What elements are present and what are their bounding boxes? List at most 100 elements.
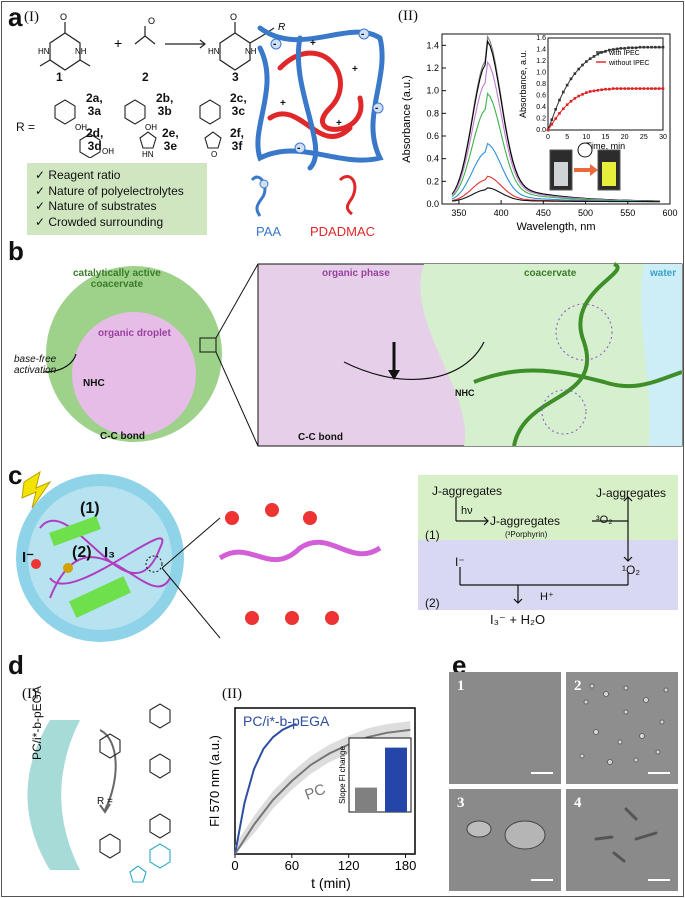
y-tick-label: 1.0 [426,86,439,96]
panel-a-sub-ii: (II) [398,8,418,24]
micrograph-4-rods [594,807,658,863]
svg-text:NH: NH [75,47,87,56]
kinetic-point [642,45,646,49]
svg-text:OH: OH [75,123,87,132]
vial-after-liquid [602,162,616,186]
micrograph-2-droplets [579,683,669,765]
cc-bond-label: C-C bond [100,431,145,442]
y-tick-label: 1.2 [426,63,439,73]
kinetic-point [592,89,596,93]
kinetic-point [650,87,653,90]
inset-y-label: Absorbance, a.u. [518,50,528,118]
micrograph-1: 1 [449,672,561,784]
marker-1: (1) [80,500,100,517]
svg-text:NH: NH [245,47,257,56]
sub-2e-label: 2e, 3e [162,126,179,153]
inset-y-tick: 1.0 [536,70,546,77]
reaction-2-label: (2) [425,596,440,610]
kinetic-point [627,87,630,90]
fl-plot-frame [234,707,416,855]
kinetic-point [577,94,580,98]
panel-a-label: a [8,2,23,32]
sub-2d-label: 2d, 3d [86,126,104,153]
kinetic-point [604,87,607,91]
svg-text:-: - [375,103,378,114]
kinetic-point [550,122,554,126]
kinetic-point [554,117,557,120]
kinetic-point [623,87,626,90]
fl-legend-grey: PC [303,781,329,804]
coacervate-phase-label: coacervate [524,268,577,279]
kinetic-point [604,49,607,53]
scale-bar [648,772,670,774]
inset-x-tick: 10 [582,134,590,141]
kinetic-point [608,87,611,91]
vial-before-liquid [554,162,568,186]
micrograph-1-number: 1 [457,678,465,694]
kinetic-point [562,90,565,94]
sub-2b-label: 2b, 3b [156,91,174,118]
kinetic-point [588,57,592,60]
micrograph-2-number: 2 [574,678,582,694]
iodide-reactant: I⁻ [455,555,465,569]
svg-text:OH: OH [102,147,114,156]
kinetic-point [611,87,615,90]
scale-bar [531,772,553,774]
kinetic-point [569,99,573,103]
svg-text:O: O [230,12,237,22]
x-axis-label: Wavelength, nm [516,221,595,233]
sub-2c-label: 2c, 3c [230,91,247,118]
svg-text:HN: HN [142,150,154,158]
y-tick-label: 0.0 [426,199,439,209]
parameter-checklist: ✓ Reagent ratio ✓ Nature of polyelectrol… [27,163,207,235]
j-aggregates-1: J-aggregates [432,484,503,498]
y-tick-label: 0.4 [426,154,439,164]
spectrum-line [452,187,660,203]
kinetic-point [615,47,619,51]
h-plus-label: H⁺ [540,591,554,603]
micrograph-4-number: 4 [574,795,582,811]
j-aggregates-3: J-aggregates [490,514,561,528]
inset-y-tick: 0.0 [536,127,546,134]
svg-text:O: O [211,150,217,158]
reaction-arrows [455,496,633,604]
kinetic-point [573,72,577,75]
kinetic-point [608,48,611,52]
kinetic-point [657,45,661,49]
kinetic-point [657,87,661,90]
x-tick-label: 550 [620,208,635,218]
kinetic-point [654,87,657,90]
polyelectrolyte-network: - - - - + + + + [250,25,385,217]
fl-y-axis-label: Fl 570 nm (a.u.) [207,735,222,827]
panel-c-label: c [8,460,23,490]
kinetic-point [585,91,588,94]
product-label: I₃⁻ + H₂O [490,612,546,627]
kinetic-point [615,87,619,90]
inset-x-label: Time, min [586,141,625,151]
r-label: R = [16,120,36,134]
singlet-o2-label: ¹O₂ [622,563,640,577]
micrograph-2: 2 [566,672,678,784]
kinetic-point [623,47,626,50]
kinetic-point [588,90,592,93]
fl-x-tick-label: 180 [395,858,417,873]
kinetic-point [634,46,638,50]
inset-y-tick: 0.8 [536,81,546,88]
pdadmac-label: PDADMAC [310,224,376,239]
kinetic-point [592,55,596,58]
fl-x-tick-label: 0 [231,858,238,873]
kinetic-point [661,45,665,49]
inset-y-tick: 0.2 [536,116,546,123]
kinetic-point [631,46,634,50]
triiodide-label: I₃ [104,544,116,561]
pc-error-band [235,721,411,854]
inset-bar-ylabel: Slope Fl change [338,746,347,804]
water-phase-label: water [650,268,677,279]
svg-text:+: + [336,118,342,129]
kinetic-point [546,128,550,132]
scale-bar [648,879,670,881]
pc-scheme [27,703,171,883]
svg-text:O: O [148,16,155,26]
compound-2-label: 2 [142,70,149,84]
